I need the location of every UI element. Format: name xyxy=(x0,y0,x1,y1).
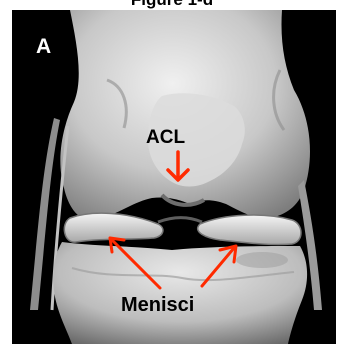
medial-meniscus xyxy=(198,215,301,244)
figure-caption: Figure 1-d xyxy=(0,0,344,10)
menisci-label: Menisci xyxy=(121,294,194,317)
panel-label: A xyxy=(36,35,51,59)
acl-label: ACL xyxy=(146,127,185,149)
